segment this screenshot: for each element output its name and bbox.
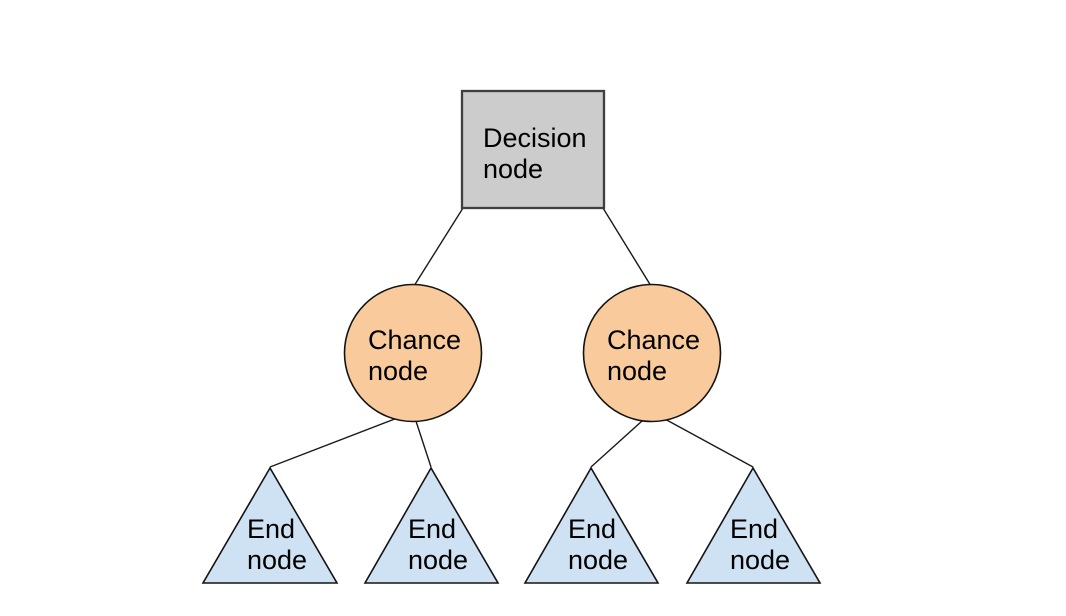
chance-node-left-label-line1: Chance [368, 325, 461, 355]
edge-decision-to-chance-right [602, 207, 652, 287]
edge-chance-right-to-end-4 [651, 411, 754, 468]
end-node-2-label-line2: node [408, 545, 468, 575]
chance-node-right-shape [582, 283, 722, 423]
end-node-3-label-line1: End [568, 514, 616, 544]
edge-chance-left-to-end-1 [269, 411, 414, 468]
end-node-2-shape [363, 466, 500, 584]
chance-node-right-label-line1: Chance [607, 325, 700, 355]
chance-node-left-label-line2: node [368, 356, 428, 386]
end-node-3-shape [523, 466, 660, 584]
edge-decision-to-chance-left [413, 207, 464, 287]
chance-node-right-label-line2: node [607, 356, 667, 386]
decision-node-label-line1: Decision [483, 123, 587, 153]
end-node-1-shape [201, 466, 339, 584]
end-node-1-label-line2: node [247, 545, 307, 575]
decision-node-label-line2: node [483, 154, 543, 184]
end-node-3-label-line2: node [568, 545, 628, 575]
end-node-2-label-line1: End [408, 514, 456, 544]
end-node-1-label-line1: End [247, 514, 295, 544]
decision-node-shape [460, 89, 606, 210]
end-node-4-shape [685, 466, 822, 584]
end-node-4-label-line1: End [730, 514, 778, 544]
chance-node-left-shape [343, 283, 483, 423]
end-node-4-label-line2: node [730, 545, 790, 575]
